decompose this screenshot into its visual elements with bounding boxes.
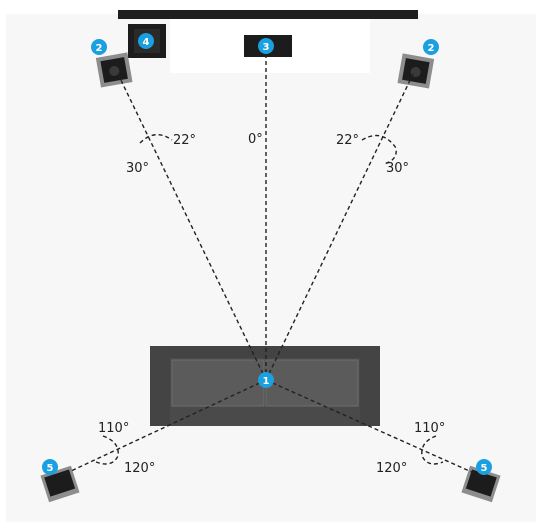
- tv-screen-bar: [118, 10, 418, 19]
- sight-line-surround-right: [265, 379, 486, 479]
- badge-front-right-number: 2: [428, 43, 435, 54]
- angle-label-center: 0°: [248, 132, 263, 147]
- badges: 4 3 2 2 1 5 5: [42, 33, 492, 475]
- sofa-right-arm: [360, 346, 380, 426]
- badge-front-right: 2: [423, 39, 439, 55]
- sofa-left-arm: [150, 346, 170, 426]
- surround-right-speaker-face: [465, 469, 497, 497]
- sofa-backrest: [150, 346, 380, 358]
- angle-label-surround-right-max: 120°: [376, 461, 407, 476]
- badge-surround-right-number: 5: [481, 463, 488, 474]
- badge-surround-left-circle: [42, 459, 58, 475]
- badge-surround-left-number: 5: [47, 463, 54, 474]
- angle-label-surround-right-min: 110°: [414, 421, 445, 436]
- badge-surround-left: 5: [42, 459, 58, 475]
- sight-line-surround-left: [55, 379, 267, 479]
- sight-lines: [55, 55, 486, 479]
- angle-label-surround-left-min: 110°: [98, 421, 129, 436]
- front-left-speaker-driver: [109, 65, 120, 76]
- badge-subwoofer: 4: [138, 33, 154, 49]
- angle-label-front-right-max: 30°: [386, 161, 409, 176]
- badge-front-left-number: 2: [96, 43, 103, 54]
- badge-listener-number: 1: [263, 376, 270, 387]
- badge-subwoofer-number: 4: [143, 37, 150, 48]
- badge-front-left-circle: [91, 39, 107, 55]
- surround-left-speaker-face: [44, 469, 76, 497]
- badge-front-left: 2: [91, 39, 107, 55]
- sight-line-front-left: [116, 71, 267, 381]
- angle-arc-surround-left: [95, 435, 119, 465]
- badge-listener-circle: [258, 372, 274, 388]
- sofa-cushion-left: [171, 359, 265, 407]
- badge-center: 3: [258, 38, 274, 54]
- angle-arc-front-left: [139, 134, 173, 144]
- front-left-speaker: [95, 52, 133, 88]
- badge-surround-right-circle: [476, 459, 492, 475]
- angle-arc-surround-right: [421, 435, 444, 465]
- sofa-cushion-right: [265, 359, 359, 407]
- angle-arcs: [95, 134, 444, 465]
- badge-front-right-circle: [423, 39, 439, 55]
- angle-label-front-left-max: 30°: [126, 161, 149, 176]
- badge-surround-right: 5: [476, 459, 492, 475]
- badge-subwoofer-circle: [138, 33, 154, 49]
- badge-listener: 1: [258, 372, 274, 388]
- sight-line-front-right: [265, 71, 415, 381]
- front-right-speaker: [397, 53, 435, 89]
- angle-label-surround-left-max: 120°: [124, 461, 155, 476]
- surround-right-speaker: [461, 465, 501, 503]
- sofa: [150, 346, 380, 426]
- badge-center-circle: [258, 38, 274, 54]
- angle-labels: 0° 22° 30° 22° 30° 110° 120° 110° 120°: [98, 132, 445, 476]
- angle-label-front-right-min: 22°: [336, 133, 359, 148]
- room-floor: [6, 14, 536, 522]
- badge-center-number: 3: [263, 42, 270, 53]
- angle-label-front-left-min: 22°: [173, 133, 196, 148]
